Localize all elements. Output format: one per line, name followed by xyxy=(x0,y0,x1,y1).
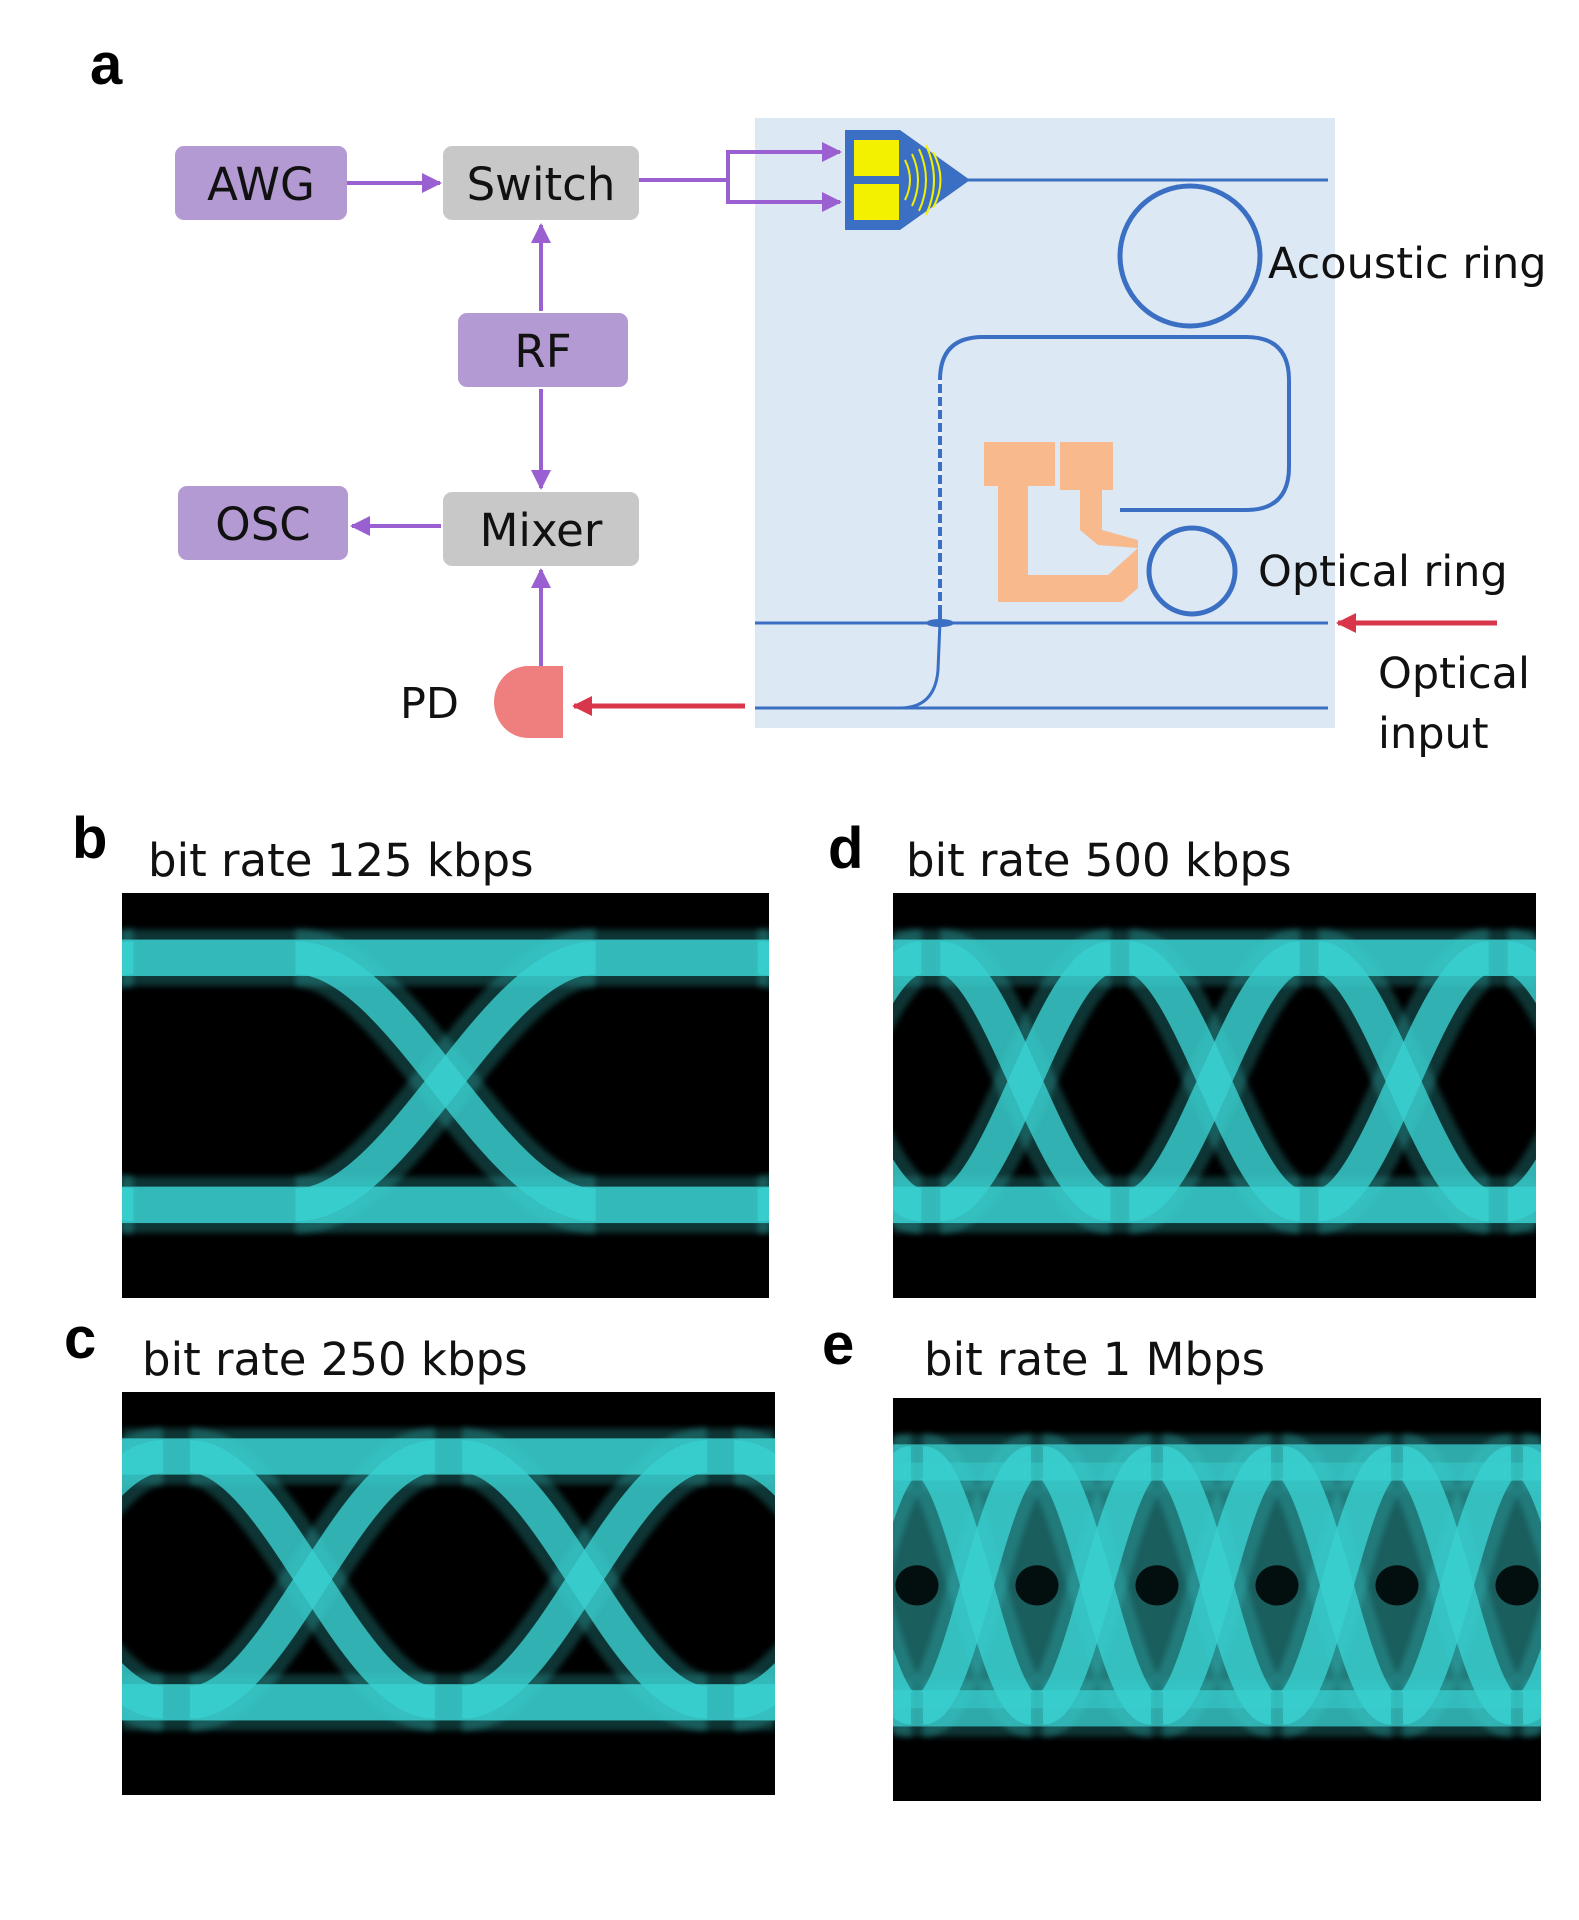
eye-traces-c xyxy=(122,1427,775,1732)
rf-block: RF xyxy=(458,313,628,387)
optical-ring-label: Optical ring xyxy=(1258,547,1508,597)
optical-ring xyxy=(1146,525,1238,617)
optical-input-label-line2: input xyxy=(1378,709,1489,759)
heater-electrode xyxy=(984,442,1138,602)
eye-panel-b: b bit rate 125 kbps xyxy=(72,806,769,1298)
eye-caption-b: bit rate 125 kbps xyxy=(148,834,534,887)
panel-e-letter: e xyxy=(822,1312,854,1377)
pd-detector: PD xyxy=(400,666,563,738)
panel-d-letter: d xyxy=(828,816,863,881)
acoustic-ring-label: Acoustic ring xyxy=(1268,239,1547,289)
eye-panel-d: d bit rate 500 kbps xyxy=(828,816,1536,1298)
chip-area xyxy=(755,118,1335,728)
panel-c-letter: c xyxy=(64,1306,96,1371)
eye-traces-b xyxy=(122,928,769,1235)
acoustic-ring xyxy=(1117,183,1263,329)
coupler-node xyxy=(926,619,954,627)
eye-panel-c: c bit rate 250 kbps xyxy=(64,1306,775,1795)
eye-traces-e xyxy=(893,1433,1541,1738)
switch-to-idt-bottom-arrow xyxy=(726,180,842,212)
eye-caption-d: bit rate 500 kbps xyxy=(906,834,1292,887)
eye-caption-e: bit rate 1 Mbps xyxy=(924,1333,1265,1386)
eye-traces-d xyxy=(893,928,1536,1235)
mixer-label: Mixer xyxy=(480,504,603,557)
rf-label: RF xyxy=(514,325,571,378)
eye-panel-e: e bit rate 1 Mbps xyxy=(822,1312,1541,1801)
pd-label: PD xyxy=(400,679,459,729)
mixer-block: Mixer xyxy=(443,492,639,566)
switch-label: Switch xyxy=(467,158,616,211)
acoustic-loop-waveguide xyxy=(938,335,1291,622)
switch-block: Switch xyxy=(443,146,639,220)
panel-a-letter: a xyxy=(90,32,123,97)
waveguides xyxy=(755,178,1328,710)
optical-input-label-line1: Optical xyxy=(1378,649,1530,699)
osc-label: OSC xyxy=(215,498,310,551)
idt-transducer xyxy=(845,130,970,230)
osc-block: OSC xyxy=(178,486,348,560)
awg-block: AWG xyxy=(175,146,347,220)
awg-label: AWG xyxy=(207,158,315,211)
eye-caption-c: bit rate 250 kbps xyxy=(142,1333,528,1386)
signal-wiring xyxy=(347,142,842,667)
switch-to-idt-top-arrow xyxy=(639,142,842,182)
panel-b-letter: b xyxy=(72,806,107,871)
